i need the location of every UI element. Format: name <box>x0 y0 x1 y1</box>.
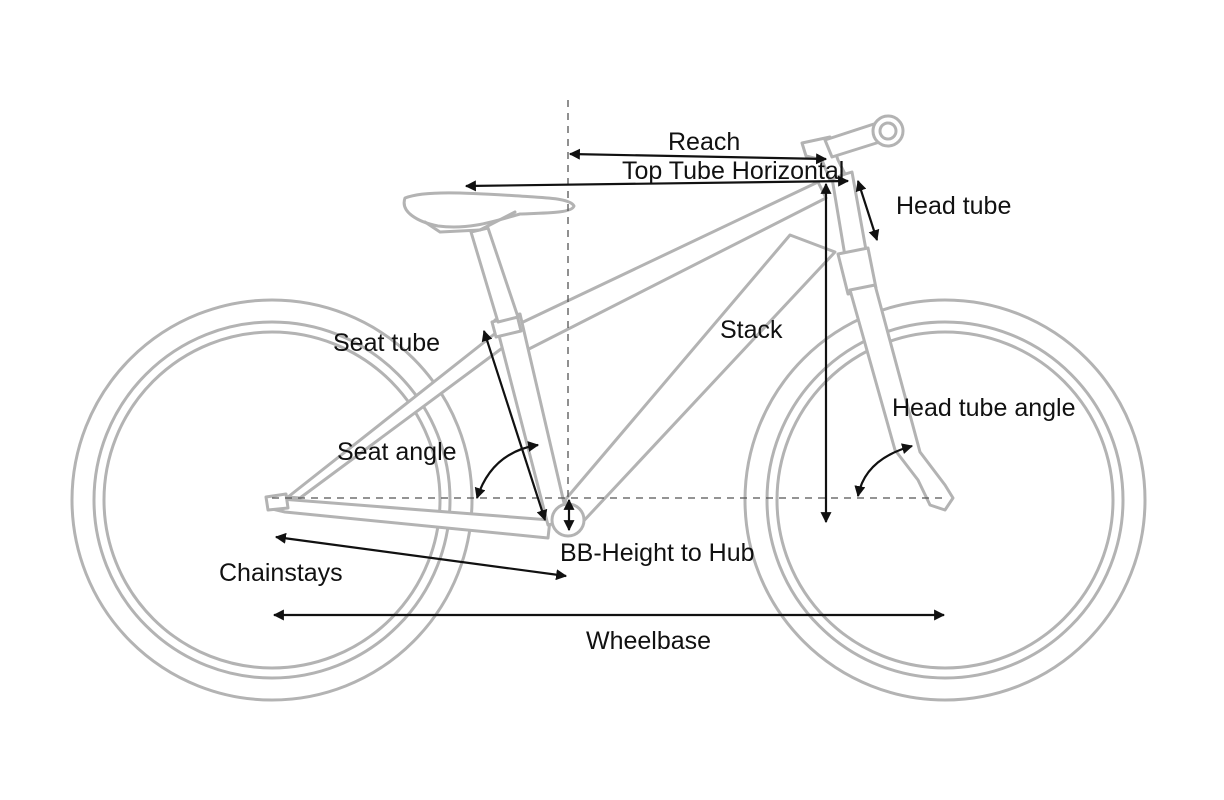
reach-label: Reach <box>668 128 741 156</box>
head-tube-label: Head tube <box>896 192 1012 220</box>
handlebar-inner <box>878 121 898 141</box>
head-tube-angle-label: Head tube angle <box>892 394 1076 422</box>
head-tube-arrow <box>855 179 880 242</box>
saddle-rail <box>423 210 517 234</box>
rear-wheel <box>70 298 474 702</box>
top-tube-horizontal-label: Top Tube Horizontal <box>622 157 845 185</box>
seat-tube-label: Seat tube <box>333 329 441 357</box>
front-wheel <box>743 298 1147 702</box>
saddle <box>402 191 576 229</box>
seatpost <box>469 226 520 324</box>
bike-frame <box>264 114 955 540</box>
bb-height-label: BB-Height to Hub <box>560 539 755 567</box>
chainstays-arrow <box>274 532 568 581</box>
chainstay <box>266 496 552 540</box>
seat-angle-label: Seat angle <box>337 438 457 466</box>
rear-dropout <box>264 492 290 512</box>
top-tube-arrow <box>464 175 850 192</box>
stack-label: Stack <box>720 316 783 344</box>
reach-arrow <box>568 148 828 165</box>
head-tube-angle-arc <box>854 443 914 498</box>
wheelbase-label: Wheelbase <box>586 627 712 655</box>
chainstays-label: Chainstays <box>219 559 343 587</box>
down-tube <box>563 233 837 529</box>
seat-angle-arc <box>474 441 540 500</box>
